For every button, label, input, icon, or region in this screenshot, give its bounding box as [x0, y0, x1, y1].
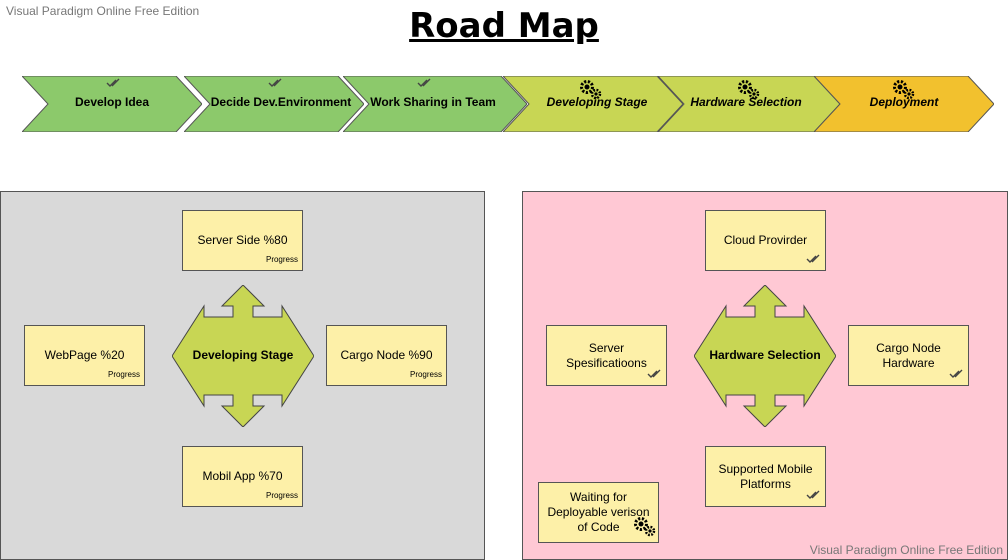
cloud-provider-note[interactable]: Cloud Provirder [705, 210, 826, 271]
step-develop-idea[interactable]: Develop Idea [22, 76, 202, 132]
step-hardware-selection[interactable]: Hardware Selection [658, 76, 840, 132]
cross-label: Hardware Selection [709, 348, 821, 362]
step-label: Deployment [869, 95, 939, 109]
note-text: Supported Mobile Platforms [718, 461, 813, 491]
waiting-deployable-note[interactable]: Waiting for Deployable verison of Code [538, 482, 659, 543]
step-label: Work Sharing in Team [370, 95, 496, 109]
step-label: Develop Idea [74, 95, 150, 109]
cargo-node-note[interactable]: Cargo Node %90 Progress [326, 325, 447, 386]
watermark-bottom: Visual Paradigm Online Free Edition [809, 543, 1003, 557]
server-side-note[interactable]: Server Side %80 Progress [182, 210, 303, 271]
note-text: Cargo Node Hardware [876, 340, 941, 370]
note-text: Server Spesificatioons [566, 340, 647, 370]
step-label: Decide Dev.Environment [210, 95, 352, 109]
note-text: Waiting for Deployable verison of Code [547, 490, 650, 534]
note-text: WebPage %20 [44, 348, 125, 362]
note-text: Mobil App %70 [202, 469, 283, 483]
step-label: Developing Stage [546, 95, 648, 109]
cross-label: Developing Stage [192, 348, 294, 362]
step-deployment[interactable]: Deployment [814, 76, 994, 132]
note-progress-label: Progress [107, 370, 140, 379]
hardware-selection-cross[interactable]: Hardware Selection [694, 285, 836, 427]
note-text: Cargo Node %90 [340, 348, 433, 362]
hardware-selection-panel: Cloud Provirder Server Spesificatioons C… [522, 191, 1008, 560]
mobil-app-note[interactable]: Mobil App %70 Progress [182, 446, 303, 507]
step-label: Hardware Selection [690, 95, 802, 109]
webpage-note[interactable]: WebPage %20 Progress [24, 325, 145, 386]
watermark-top: Visual Paradigm Online Free Edition [6, 4, 200, 18]
check-icon [806, 489, 822, 504]
cargo-node-hardware-note[interactable]: Cargo Node Hardware [848, 325, 969, 386]
note-progress-label: Progress [409, 370, 442, 379]
developing-stage-panel: Server Side %80 Progress WebPage %20 Pro… [0, 191, 485, 560]
supported-mobile-platforms-note[interactable]: Supported Mobile Platforms [705, 446, 826, 507]
page-title: Road Map [409, 6, 599, 46]
note-text: Server Side %80 [197, 233, 288, 247]
check-icon [949, 368, 965, 383]
developing-stage-cross[interactable]: Developing Stage [172, 285, 314, 427]
step-developing-stage[interactable]: Developing Stage [503, 76, 683, 132]
step-work-sharing-in-team[interactable]: Work Sharing in Team [343, 76, 527, 132]
server-specifications-note[interactable]: Server Spesificatioons [546, 325, 667, 386]
check-icon [647, 368, 663, 383]
note-progress-label: Progress [265, 255, 298, 264]
note-text: Cloud Provirder [723, 233, 808, 247]
step-decide-dev-environment[interactable]: Decide Dev.Environment [184, 76, 364, 132]
note-progress-label: Progress [265, 491, 298, 500]
gears-icon [633, 515, 657, 541]
check-icon [806, 253, 822, 268]
